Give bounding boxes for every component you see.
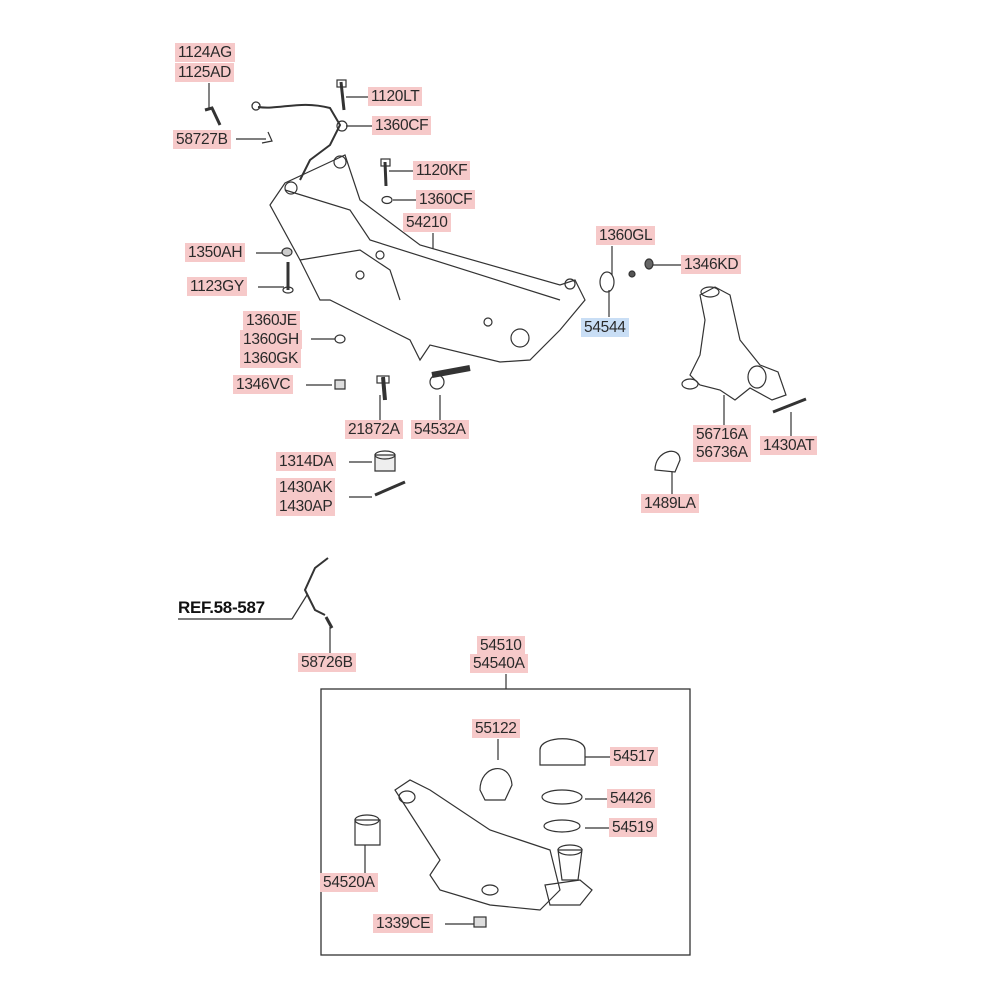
- part-label-56736A[interactable]: 56736A: [693, 443, 751, 462]
- part-label-1360GH[interactable]: 1360GH: [240, 330, 302, 349]
- crossmember-54210: [269, 154, 586, 363]
- part-label-1339CE[interactable]: 1339CE: [373, 914, 434, 933]
- part-label-1360GK[interactable]: 1360GK: [240, 349, 302, 368]
- part-label-54210[interactable]: 54210: [403, 213, 451, 232]
- assembly-box: [320, 688, 691, 956]
- part-label-1360JE[interactable]: 1360JE: [243, 311, 300, 330]
- part-label-54517[interactable]: 54517: [610, 747, 658, 766]
- part-label-1346VC[interactable]: 1346VC: [233, 375, 294, 394]
- part-label-1430AK[interactable]: 1430AK: [276, 478, 336, 497]
- small-parts: [204, 79, 807, 497]
- part-label-1489LA[interactable]: 1489LA: [641, 494, 699, 513]
- part-label-1120LT[interactable]: 1120LT: [368, 87, 423, 106]
- part-label-56716A[interactable]: 56716A: [693, 425, 751, 444]
- reference-link[interactable]: REF.58-587: [178, 598, 265, 617]
- part-label-1123GY[interactable]: 1123GY: [187, 277, 247, 296]
- part-label-55122[interactable]: 55122: [472, 719, 520, 738]
- wheel-speed-sensor: [303, 557, 329, 616]
- part-label-54544-highlighted[interactable]: 54544: [581, 318, 629, 337]
- part-label-1124AG[interactable]: 1124AG: [175, 43, 235, 62]
- part-label-1360GL[interactable]: 1360GL: [596, 226, 656, 245]
- brake-hose: [257, 103, 342, 181]
- part-label-58727B[interactable]: 58727B: [173, 130, 231, 149]
- part-label-54532A[interactable]: 54532A: [411, 420, 469, 439]
- part-label-1360CF[interactable]: 1360CF: [372, 116, 432, 135]
- leader-lines: [178, 83, 792, 925]
- part-label-54540A[interactable]: 54540A: [470, 654, 528, 673]
- part-label-1350AH[interactable]: 1350AH: [185, 243, 246, 262]
- part-label-21872A[interactable]: 21872A: [345, 420, 403, 439]
- part-label-54519[interactable]: 54519: [609, 818, 657, 837]
- part-label-1430AT[interactable]: 1430AT: [760, 436, 818, 455]
- lower-arm-54510: [354, 738, 593, 928]
- part-label-1346KD[interactable]: 1346KD: [681, 255, 742, 274]
- part-label-1314DA[interactable]: 1314DA: [276, 452, 337, 471]
- part-label-54510[interactable]: 54510: [477, 636, 525, 655]
- part-label-58726B[interactable]: 58726B: [298, 653, 356, 672]
- part-label-1125AD[interactable]: 1125AD: [175, 63, 235, 82]
- part-label-1360CF-2[interactable]: 1360CF: [416, 190, 476, 209]
- part-label-54426[interactable]: 54426: [607, 789, 655, 808]
- part-label-1120KF[interactable]: 1120KF: [413, 161, 471, 180]
- part-label-54520A[interactable]: 54520A: [320, 873, 378, 892]
- steering-knuckle: [681, 286, 787, 401]
- part-label-1430AP[interactable]: 1430AP: [276, 497, 336, 516]
